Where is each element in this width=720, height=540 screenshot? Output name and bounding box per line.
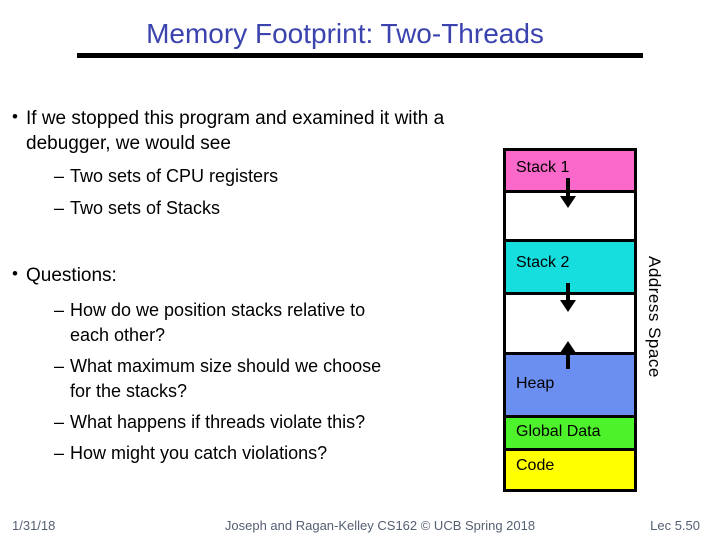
sub-bullet-max-size: – What maximum size should we choose for…	[10, 354, 630, 404]
segment-label: Code	[516, 457, 555, 474]
footer-date: 1/31/18	[12, 518, 56, 533]
segment-global-data: Global Data	[506, 418, 634, 451]
dash-marker-icon: –	[54, 412, 65, 432]
bullet-item-debugger: • If we stopped this program and examine…	[10, 106, 630, 156]
bullet-text: If we stopped this program and examined …	[26, 108, 445, 154]
dash-marker-icon: –	[54, 300, 65, 320]
sub-bullet-cpu-registers: – Two sets of CPU registers	[10, 164, 630, 189]
segment-stack1: Stack 1	[506, 151, 634, 193]
segment-heap: Heap	[506, 355, 634, 418]
sub-bullet-stacks: – Two sets of Stacks	[10, 196, 630, 221]
arrow-head	[560, 300, 576, 312]
arrow-shaft	[566, 283, 570, 302]
segment-label: Stack 2	[516, 254, 570, 271]
dash-marker-icon: –	[54, 198, 65, 218]
dash-marker-icon: –	[54, 356, 65, 376]
address-space-label: Address Space	[645, 256, 664, 378]
stack1-growth-arrow-down-icon	[560, 178, 576, 208]
sub-bullet-text: What happens if threads violate this?	[70, 412, 366, 432]
page-title: Memory Footprint: Two-Threads	[146, 18, 544, 49]
sub-bullet-violate: – What happens if threads violate this?	[10, 410, 630, 435]
sub-bullet-text: What maximum size should we choose for t…	[70, 356, 382, 401]
dash-marker-icon: –	[54, 166, 65, 186]
heap-growth-arrow-up-icon	[560, 341, 576, 369]
sub-bullet-text: Two sets of CPU registers	[70, 166, 279, 186]
segment-label: Stack 1	[516, 159, 570, 176]
stack2-growth-arrow-down-icon	[560, 283, 576, 312]
bullet-item-questions: • Questions:	[10, 263, 630, 288]
footer-credit: Joseph and Ragan-Kelley CS162 © UCB Spri…	[224, 518, 536, 533]
sub-bullet-position-stacks: – How do we position stacks relative to …	[10, 298, 630, 348]
segment-label: Global Data	[516, 423, 601, 440]
dash-marker-icon: –	[54, 443, 65, 463]
segment-stack2: Stack 2	[506, 242, 634, 295]
arrow-shaft	[566, 178, 570, 198]
footer-lecture-number: Lec 5.50	[650, 518, 700, 533]
sub-bullet-catch-violations: – How might you catch violations?	[10, 441, 630, 466]
bullet-text: Questions:	[26, 265, 117, 286]
segment-label: Heap	[516, 375, 555, 392]
title-underline-rule	[77, 53, 643, 58]
segment-code: Code	[506, 451, 634, 489]
sub-bullet-text: How might you catch violations?	[70, 443, 328, 463]
arrow-head	[560, 196, 576, 208]
sub-bullet-text: Two sets of Stacks	[70, 198, 221, 218]
bullet-dot-icon: •	[12, 264, 18, 283]
arrow-head	[560, 341, 576, 353]
sub-bullet-text: How do we position stacks relative to ea…	[70, 300, 366, 345]
arrow-shaft	[566, 351, 570, 369]
bullet-dot-icon: •	[12, 107, 18, 126]
slide-body: • If we stopped this program and examine…	[10, 106, 630, 466]
